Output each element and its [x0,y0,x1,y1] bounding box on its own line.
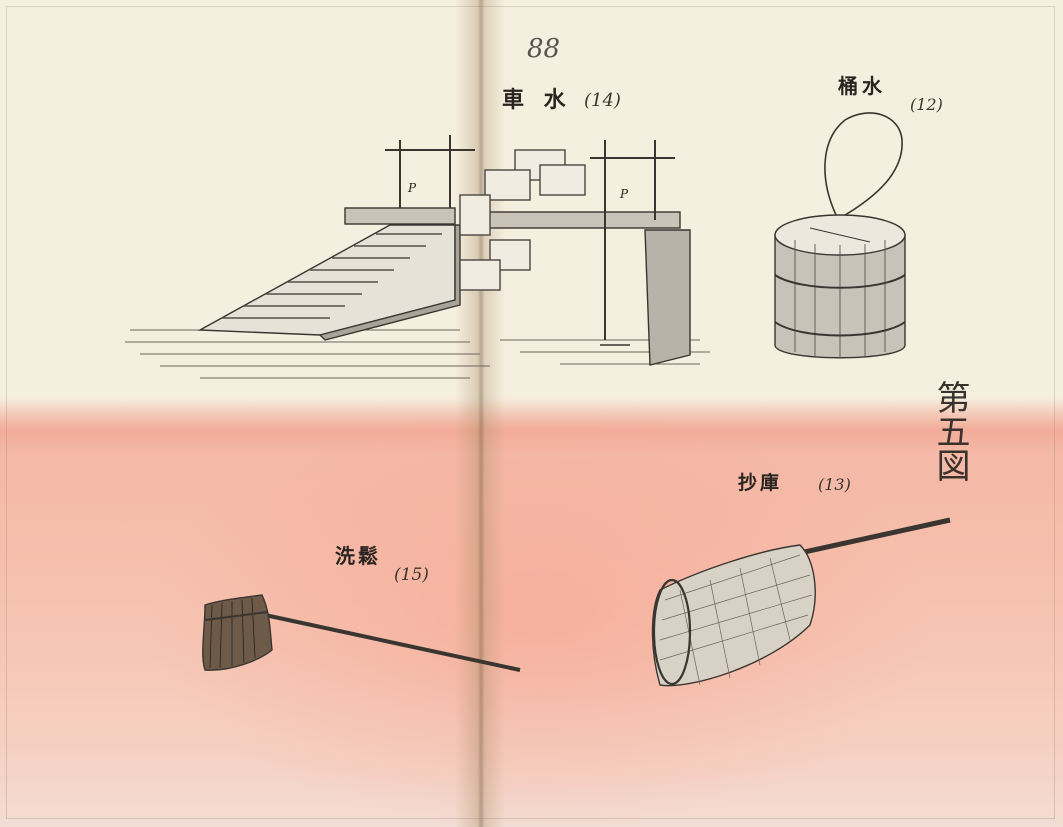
page-border [6,6,1055,819]
folio-number: 88 [527,34,561,64]
figure-12-title: 桶水 [838,74,886,98]
figure-15-number: (15) [394,565,429,585]
water-wheel-illustration [125,135,710,379]
bucket-rope-handle [824,112,903,219]
figure-12-number: (12) [910,95,943,114]
water-surface [125,329,710,379]
figure-13-number: (13) [818,475,851,494]
figure-14-title: 車 水 [502,87,572,113]
paddle-boards [459,149,586,291]
pump-mark-right: P [619,187,629,201]
figure-14-number: (14) [584,90,621,111]
figure-15-title: 洗鬆 [335,544,381,568]
book-spine-fold [455,0,505,827]
water-bucket-illustration [774,112,906,359]
water-stain [0,395,1063,455]
cleaning-brush-illustration [202,594,521,672]
trough-steps [222,233,442,319]
pump-mark-left: P [407,181,417,195]
scoop-net-illustration [651,517,951,687]
plate-title: 第五図 [930,380,970,482]
figure-13-title: 抄庫 [738,472,783,494]
